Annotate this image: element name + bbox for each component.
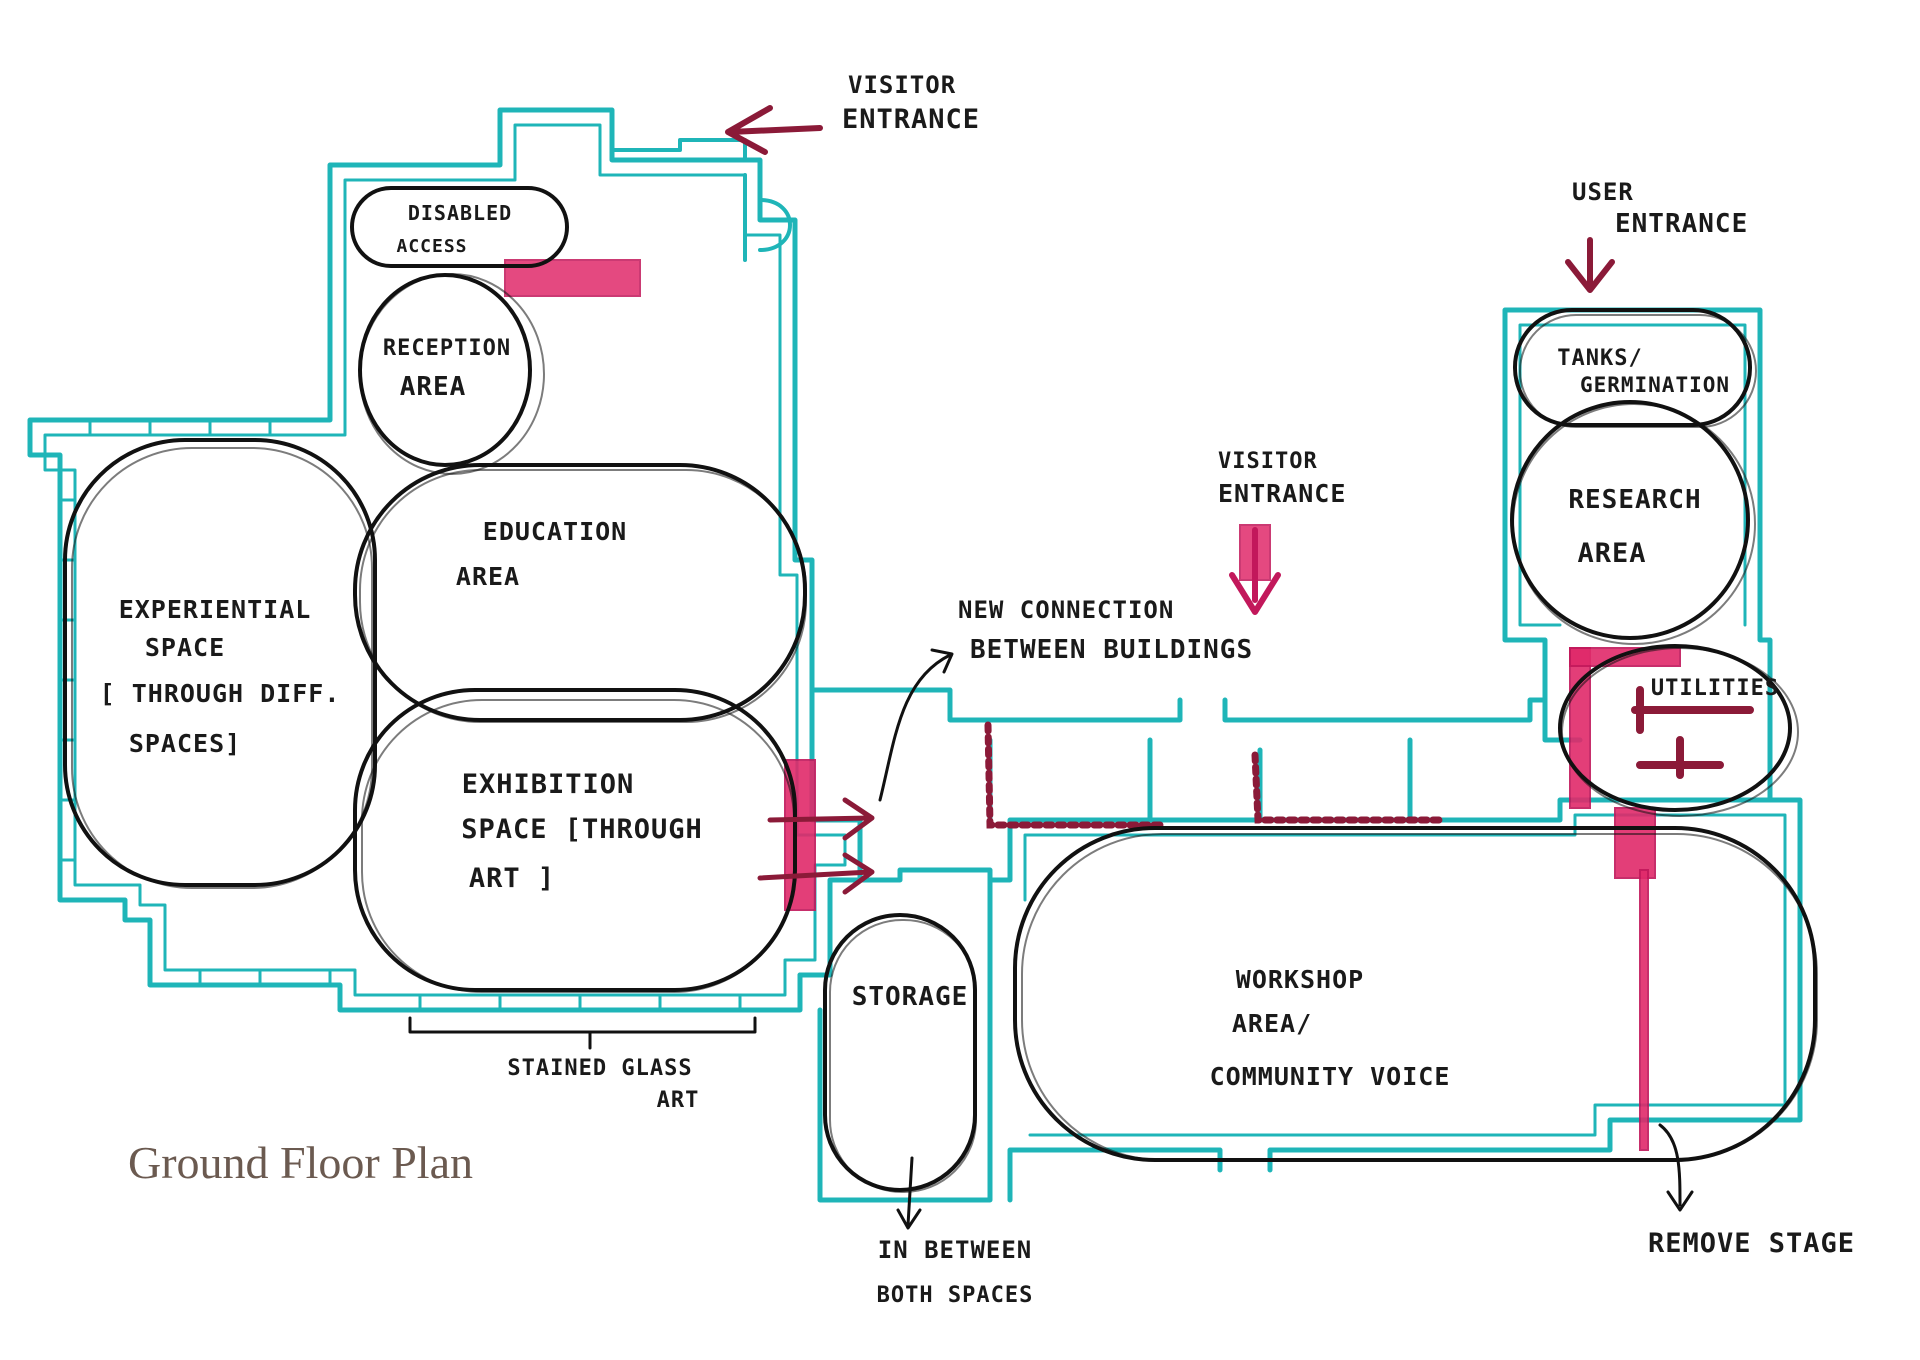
storage-down-arrow — [896, 1156, 922, 1230]
bubble-storage-echo — [829, 919, 977, 1193]
label-education-2: AREA — [456, 562, 520, 591]
room-labels: DISABLED ACCESS RECEPTION AREA EXPERIENT… — [100, 201, 1779, 1091]
label-workshop-3: COMMUNITY VOICE — [1210, 1062, 1451, 1091]
label-exhibition-3: ART ] — [469, 863, 555, 894]
annotation-new-connection-1: NEW CONNECTION — [958, 596, 1174, 624]
annotation-stained-glass-2: ART — [657, 1088, 700, 1113]
arrows — [408, 105, 1694, 1230]
bubble-utilities — [1558, 644, 1792, 812]
bubble-workshop-echo — [1021, 833, 1818, 1161]
label-reception-2: AREA — [400, 372, 467, 402]
visitor-entrance-top-arrow — [725, 105, 823, 155]
hatch-stage-line — [1639, 869, 1649, 1151]
user-entrance-arrow — [1565, 237, 1615, 293]
research-building-inner — [1518, 323, 1747, 627]
left-wall-ticks — [58, 418, 742, 1012]
bubble-research — [1510, 400, 1750, 640]
bubble-workshop — [1013, 826, 1817, 1162]
bubble-storage — [823, 913, 977, 1192]
annotation-visitor-entrance-mid-2: ENTRANCE — [1218, 479, 1346, 508]
bubble-education-echo — [359, 469, 807, 723]
utilities-fixture — [1631, 686, 1754, 779]
label-disabled-access-1: DISABLED — [408, 201, 512, 225]
annotations: VISITOR ENTRANCE USER ENTRANCE VISITOR E… — [507, 71, 1855, 1308]
annotation-new-connection-2: BETWEEN BUILDINGS — [970, 635, 1253, 665]
label-disabled-access-2: ACCESS — [396, 236, 467, 257]
label-research-2: AREA — [1577, 538, 1646, 569]
annotation-visitor-entrance-mid-1: VISITOR — [1218, 449, 1318, 474]
annotation-remove-stage: REMOVE STAGE — [1648, 1228, 1855, 1259]
label-education-1: EDUCATION — [483, 517, 627, 546]
annotation-user-entrance-1: USER — [1572, 178, 1634, 206]
bubble-experiential — [63, 438, 377, 887]
label-utilities: UTILITIES — [1651, 676, 1779, 701]
label-experiential-1: EXPERIENTIAL — [119, 595, 312, 624]
bubble-research-echo — [1512, 403, 1756, 645]
annotation-stained-glass-1: STAINED GLASS — [507, 1056, 692, 1081]
left-building-outline — [27, 107, 863, 1013]
bubble-disabled-access — [350, 186, 569, 268]
label-experiential-2: SPACE — [145, 633, 225, 662]
utilities-fixture-stem — [1636, 736, 1724, 779]
label-exhibition-2: SPACE [THROUGH — [461, 814, 703, 845]
building-walls — [27, 107, 1803, 1203]
room-bubbles — [63, 186, 1818, 1193]
demolition-walls — [984, 721, 1444, 829]
bubble-tanks — [1513, 308, 1752, 427]
bubble-exhibition-echo — [361, 699, 795, 993]
new-connection-curve-arrow — [878, 648, 954, 802]
demolition-wall-left — [984, 721, 1164, 829]
left-building-inner-outline — [43, 123, 847, 997]
label-reception-1: RECEPTION — [383, 336, 511, 361]
remove-stage-arrow — [1658, 1123, 1694, 1212]
bubble-utilities-echo — [1561, 647, 1799, 817]
corridor-partitions — [987, 737, 1413, 823]
demolition-wall-right — [1251, 751, 1444, 824]
plan-title: Ground Floor Plan — [128, 1137, 473, 1188]
bubble-experiential-echo — [71, 447, 373, 889]
label-experiential-4: SPACES] — [129, 729, 241, 758]
bubble-tanks-echo — [1519, 314, 1757, 428]
stained-glass-bracket — [408, 1016, 757, 1050]
utilities-fixture-top — [1631, 686, 1754, 734]
label-tanks-1: TANKS/ — [1557, 346, 1642, 371]
exhibition-exit-arrow-1 — [767, 797, 875, 841]
hatch-exhibition-wall — [784, 759, 816, 911]
workshop-building-outline — [987, 797, 1803, 1203]
bubble-education — [353, 463, 807, 722]
annotation-visitor-entrance-top-1: VISITOR — [848, 71, 956, 99]
visitor-entrance-mid-arrow — [1229, 527, 1281, 615]
label-workshop-1: WORKSHOP — [1236, 965, 1364, 994]
annotation-visitor-entrance-top-2: ENTRANCE — [842, 104, 980, 135]
annotation-user-entrance-2: ENTRANCE — [1615, 209, 1748, 239]
label-storage: STORAGE — [852, 982, 969, 1012]
exhibition-exit-arrow-2 — [757, 852, 875, 895]
label-experiential-3: [ THROUGH DIFF. — [100, 679, 341, 708]
storage-block-outline — [797, 867, 993, 1203]
label-workshop-2: AREA/ — [1232, 1009, 1312, 1038]
annotation-in-between-2: BOTH SPACES — [877, 1283, 1034, 1308]
label-exhibition-1: EXHIBITION — [462, 769, 635, 800]
connector-corridor — [809, 687, 1583, 743]
label-tanks-2: GERMINATION — [1580, 373, 1730, 397]
hatch-stage-top — [1614, 807, 1656, 879]
label-research-1: RESEARCH — [1568, 485, 1701, 515]
annotation-in-between-1: IN BETWEEN — [878, 1236, 1033, 1264]
